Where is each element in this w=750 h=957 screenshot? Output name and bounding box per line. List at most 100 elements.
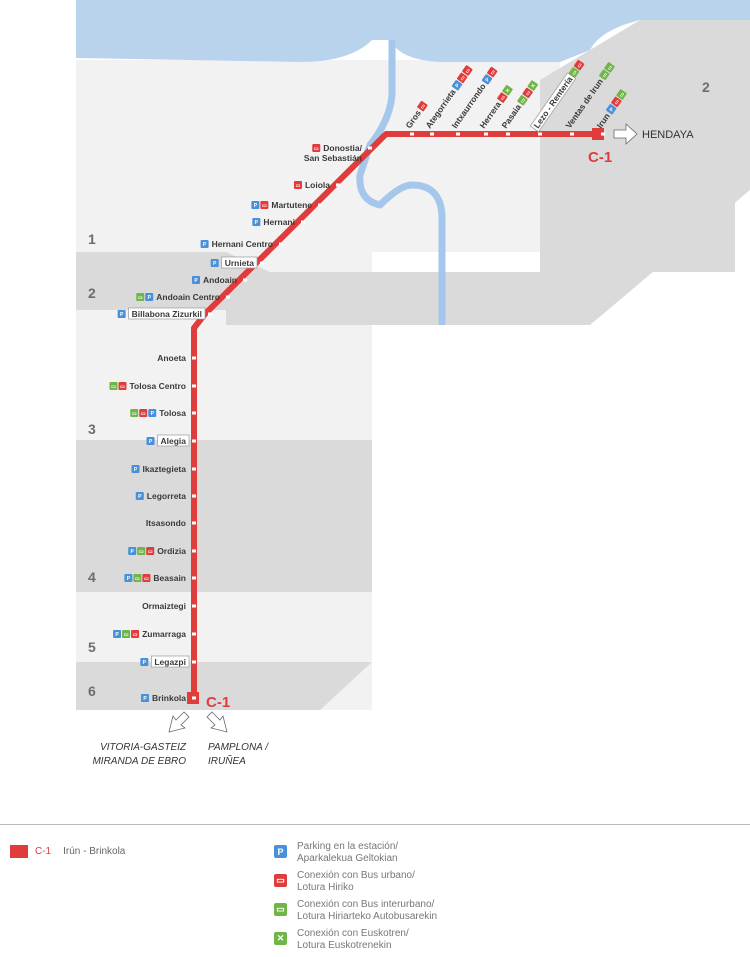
parking-icon-glyph: P xyxy=(120,312,124,318)
parking-icon xyxy=(606,104,617,115)
station-label: Itsasondo xyxy=(146,518,186,528)
station-marker[interactable] xyxy=(192,467,196,471)
station-marker[interactable] xyxy=(506,132,510,136)
parking-icon-glyph: P xyxy=(115,632,119,638)
parking-icon xyxy=(128,547,137,555)
station-marker[interactable] xyxy=(192,384,196,388)
zone-label: 6 xyxy=(88,683,96,699)
station-marker[interactable] xyxy=(192,494,196,498)
legend-item-line1: Conexión con Euskotren/ xyxy=(297,928,409,939)
parking-icon-glyph: P xyxy=(134,467,138,473)
station-marker[interactable] xyxy=(208,312,212,316)
bus-icon: ▭ xyxy=(274,874,287,887)
station[interactable]: Ormaiztegi xyxy=(142,601,196,611)
station-marker[interactable] xyxy=(192,604,196,608)
station-marker[interactable] xyxy=(336,183,340,187)
station-marker[interactable] xyxy=(192,411,196,415)
station-marker[interactable] xyxy=(279,242,283,246)
station-marker[interactable] xyxy=(192,356,196,360)
station-marker[interactable] xyxy=(570,132,574,136)
interurban-icon-glyph: ▭ xyxy=(138,295,143,301)
station-label: Anoeta xyxy=(157,353,186,363)
station-marker[interactable] xyxy=(301,220,305,224)
station-label-box xyxy=(128,307,206,320)
river-urumea xyxy=(356,40,446,325)
zone-label: 4 xyxy=(88,569,96,585)
station[interactable]: Anoeta xyxy=(157,353,196,363)
station-marker[interactable] xyxy=(410,132,414,136)
interurban-icon: ▭ xyxy=(274,903,287,916)
bus-icon-glyph: ▭ xyxy=(459,75,467,83)
station[interactable]: Billabona Zizurkil P xyxy=(117,307,212,320)
station-label: Brinkola xyxy=(152,693,186,703)
parking-icon xyxy=(148,409,157,417)
interurban-icon-glyph: ▭ xyxy=(571,69,579,77)
station-label-line2: San Sebastián xyxy=(304,153,362,163)
station-marker[interactable] xyxy=(430,132,434,136)
parking-icon xyxy=(131,465,140,473)
destination-hendaya: HENDAYA xyxy=(642,129,694,141)
station[interactable]: Brinkola P xyxy=(140,693,196,703)
station-marker[interactable] xyxy=(192,576,196,580)
euskotren-icon xyxy=(527,80,538,91)
terminal-irun[interactable] xyxy=(592,128,604,140)
bus-icon-glyph: ▭ xyxy=(144,576,149,582)
bus-icon xyxy=(456,72,468,84)
bus-icon xyxy=(462,65,473,76)
station-marker[interactable] xyxy=(368,146,372,150)
station-marker[interactable] xyxy=(192,521,196,525)
bus-icon xyxy=(497,92,508,103)
station-label: Legorreta xyxy=(147,491,186,501)
station-marker[interactable] xyxy=(192,632,196,636)
station[interactable]: Loiola ▭ xyxy=(293,180,340,190)
station-label: Beasain xyxy=(153,573,186,583)
station-label: Billabona Zizurkil xyxy=(132,309,202,319)
station[interactable]: Donostia/San Sebastián▭ xyxy=(304,143,372,163)
station-marker[interactable] xyxy=(192,549,196,553)
station[interactable]: Itsasondo xyxy=(146,518,196,528)
station-marker[interactable] xyxy=(243,278,247,282)
station[interactable]: Tolosa▭▭P xyxy=(130,408,196,418)
parking-icon xyxy=(140,694,149,702)
interurban-icon xyxy=(136,293,145,301)
euskotren-icon-glyph: ✕ xyxy=(530,83,537,90)
station-marker[interactable] xyxy=(601,132,605,136)
parking-icon: P xyxy=(274,845,287,858)
station[interactable]: Andoain Centro▭P xyxy=(136,292,230,302)
interurban-icon xyxy=(133,574,142,582)
station-marker[interactable] xyxy=(318,203,322,207)
parking-icon-glyph: P xyxy=(143,696,147,702)
station-marker[interactable] xyxy=(456,132,460,136)
euskotren-icon: ✕ xyxy=(274,932,287,945)
zone-band-6 xyxy=(76,662,372,710)
parking-icon xyxy=(200,240,209,248)
station-marker[interactable] xyxy=(226,295,230,299)
station-marker[interactable] xyxy=(192,696,196,700)
station-marker[interactable] xyxy=(484,132,488,136)
legend-item-text: Parking en la estación/Aparkalekua Gelto… xyxy=(297,841,398,865)
station-marker[interactable] xyxy=(192,660,196,664)
bus-icon-glyph: ▭ xyxy=(296,183,301,189)
station-marker[interactable] xyxy=(192,439,196,443)
interurban-icon xyxy=(599,69,610,80)
legend-item-text: Conexión con Bus urbano/Lotura Hiriko xyxy=(297,870,415,894)
station-label: Loiola xyxy=(305,180,330,190)
destination-pamplona: PAMPLONA / xyxy=(208,742,269,753)
station-label: Alegia xyxy=(160,436,186,446)
station-marker[interactable] xyxy=(260,261,264,265)
station[interactable]: Tolosa Centro▭▭ xyxy=(109,381,196,391)
station-marker[interactable] xyxy=(538,132,542,136)
legend-items: P Parking en la estación/Aparkalekua Gelt… xyxy=(274,841,437,957)
